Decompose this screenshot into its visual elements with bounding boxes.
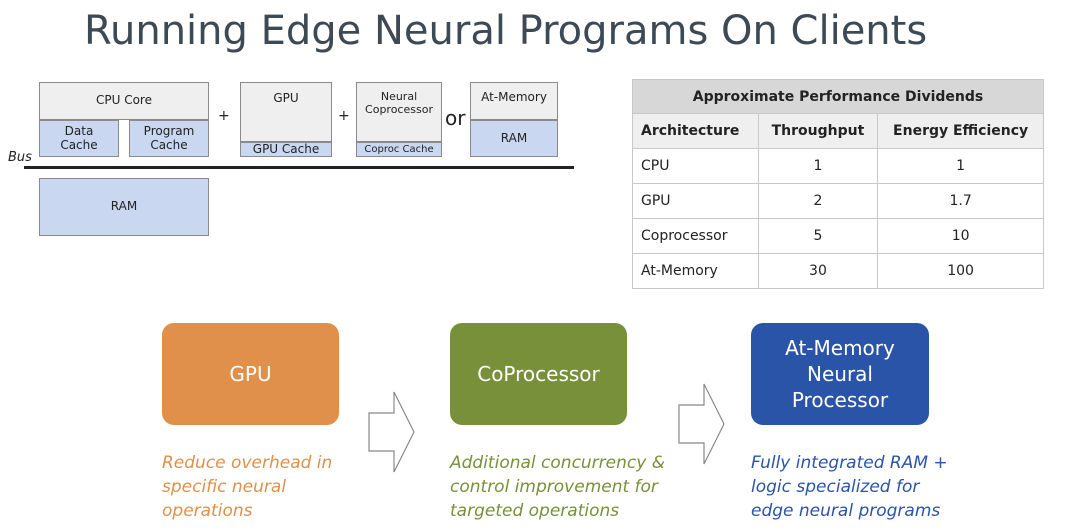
stage-at-memory-label: At-Memory Neural Processor [785, 336, 895, 412]
table-row: At-Memory 30 100 [632, 253, 1044, 289]
at-memory-box: At-Memory [470, 82, 558, 120]
stage-gpu-description: Reduce overhead in specific neural opera… [162, 453, 333, 521]
cell-architecture: GPU [632, 183, 759, 219]
right-arrow-icon [678, 383, 725, 465]
cell-throughput: 2 [757, 183, 879, 219]
cell-architecture: At-Memory [632, 253, 759, 289]
data-cache-box: Data Cache [39, 120, 119, 157]
table-row: GPU 2 1.7 [632, 183, 1044, 219]
cell-architecture: Coprocessor [632, 218, 759, 254]
or-text: or [445, 106, 466, 130]
cell-throughput: 5 [757, 218, 879, 254]
program-cache-box: Program Cache [129, 120, 209, 157]
plus-sign-2: + [338, 108, 350, 124]
at-memory-ram-box: RAM [470, 120, 558, 157]
stage-coprocessor-box: CoProcessor [450, 323, 627, 425]
neural-coprocessor-box: Neural Coprocessor [356, 82, 442, 142]
cell-energy-efficiency: 1 [877, 148, 1044, 184]
cpu-core-box: CPU Core [39, 82, 209, 120]
plus-sign-1: + [218, 108, 230, 124]
gpu-box: GPU [240, 82, 332, 142]
coproc-cache-box: Coproc Cache [356, 142, 442, 157]
header-throughput: Throughput [757, 113, 879, 149]
cell-throughput: 30 [757, 253, 879, 289]
stage-gpu-box: GPU [162, 323, 339, 425]
bus-label: Bus [8, 150, 32, 165]
cell-energy-efficiency: 10 [877, 218, 1044, 254]
header-energy-efficiency: Energy Efficiency [877, 113, 1044, 149]
stage-at-memory-box: At-Memory Neural Processor [751, 323, 929, 425]
stage-coprocessor-description: Additional concurrency & control improve… [450, 453, 665, 521]
performance-table: Approximate Performance Dividends Archit… [632, 79, 1044, 289]
header-architecture: Architecture [632, 113, 759, 149]
stage-coprocessor-label: CoProcessor [477, 362, 600, 386]
cell-energy-efficiency: 1.7 [877, 183, 1044, 219]
stage-gpu-label: GPU [229, 362, 272, 386]
right-arrow-icon [368, 391, 415, 473]
table-caption: Approximate Performance Dividends [632, 79, 1044, 114]
table-row: CPU 1 1 [632, 148, 1044, 184]
cell-energy-efficiency: 100 [877, 253, 1044, 289]
bus-line [24, 166, 574, 169]
cell-throughput: 1 [757, 148, 879, 184]
gpu-cache-box: GPU Cache [240, 142, 332, 157]
cell-architecture: CPU [632, 148, 759, 184]
table-row: Coprocessor 5 10 [632, 218, 1044, 254]
page-title: Running Edge Neural Programs On Clients [84, 8, 928, 54]
stage-at-memory-description: Fully integrated RAM + logic specialized… [751, 453, 948, 521]
main-ram-box: RAM [39, 178, 209, 236]
